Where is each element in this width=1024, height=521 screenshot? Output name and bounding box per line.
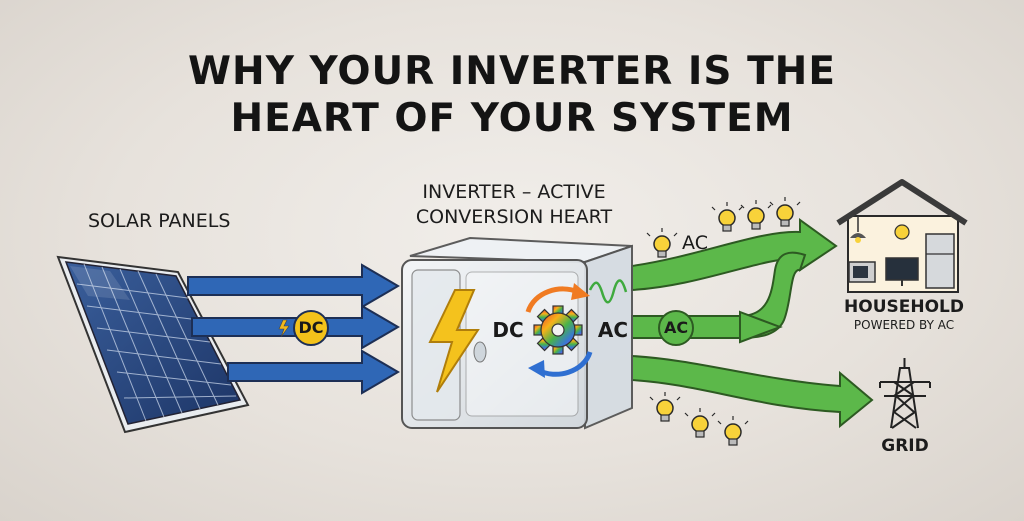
ac-badge-label: AC [663,318,689,337]
dc-badge [278,310,329,346]
power-tower-icon [879,358,931,429]
household-sublabel: POWERED BY AC [853,318,955,332]
inverter-ac-label: AC [597,318,629,342]
inverter-label-line-1: INVERTER – ACTIVE [422,181,606,203]
page-title-line-2: HEART OF YOUR SYSTEM [230,96,794,141]
dc-badge-label: DC [298,318,324,337]
gear-icon [525,283,593,378]
ac-badge [658,310,694,346]
household-label: HOUSEHOLD [844,297,964,317]
grid-label: GRID [881,436,929,456]
inverter-dc-label: DC [492,318,524,342]
wave-icon [588,279,628,304]
lightning-bolt-icon [428,289,480,393]
inverter-label-line-2: CONVERSION HEART [415,206,613,228]
solar-panel-icon [56,255,250,434]
solar-panels-label: SOLAR PANELS [88,210,231,232]
house-icon [836,179,968,293]
page-title-line-1: WHY YOUR INVERTER IS THE [188,49,836,94]
ac-top-label: AC [682,232,708,254]
